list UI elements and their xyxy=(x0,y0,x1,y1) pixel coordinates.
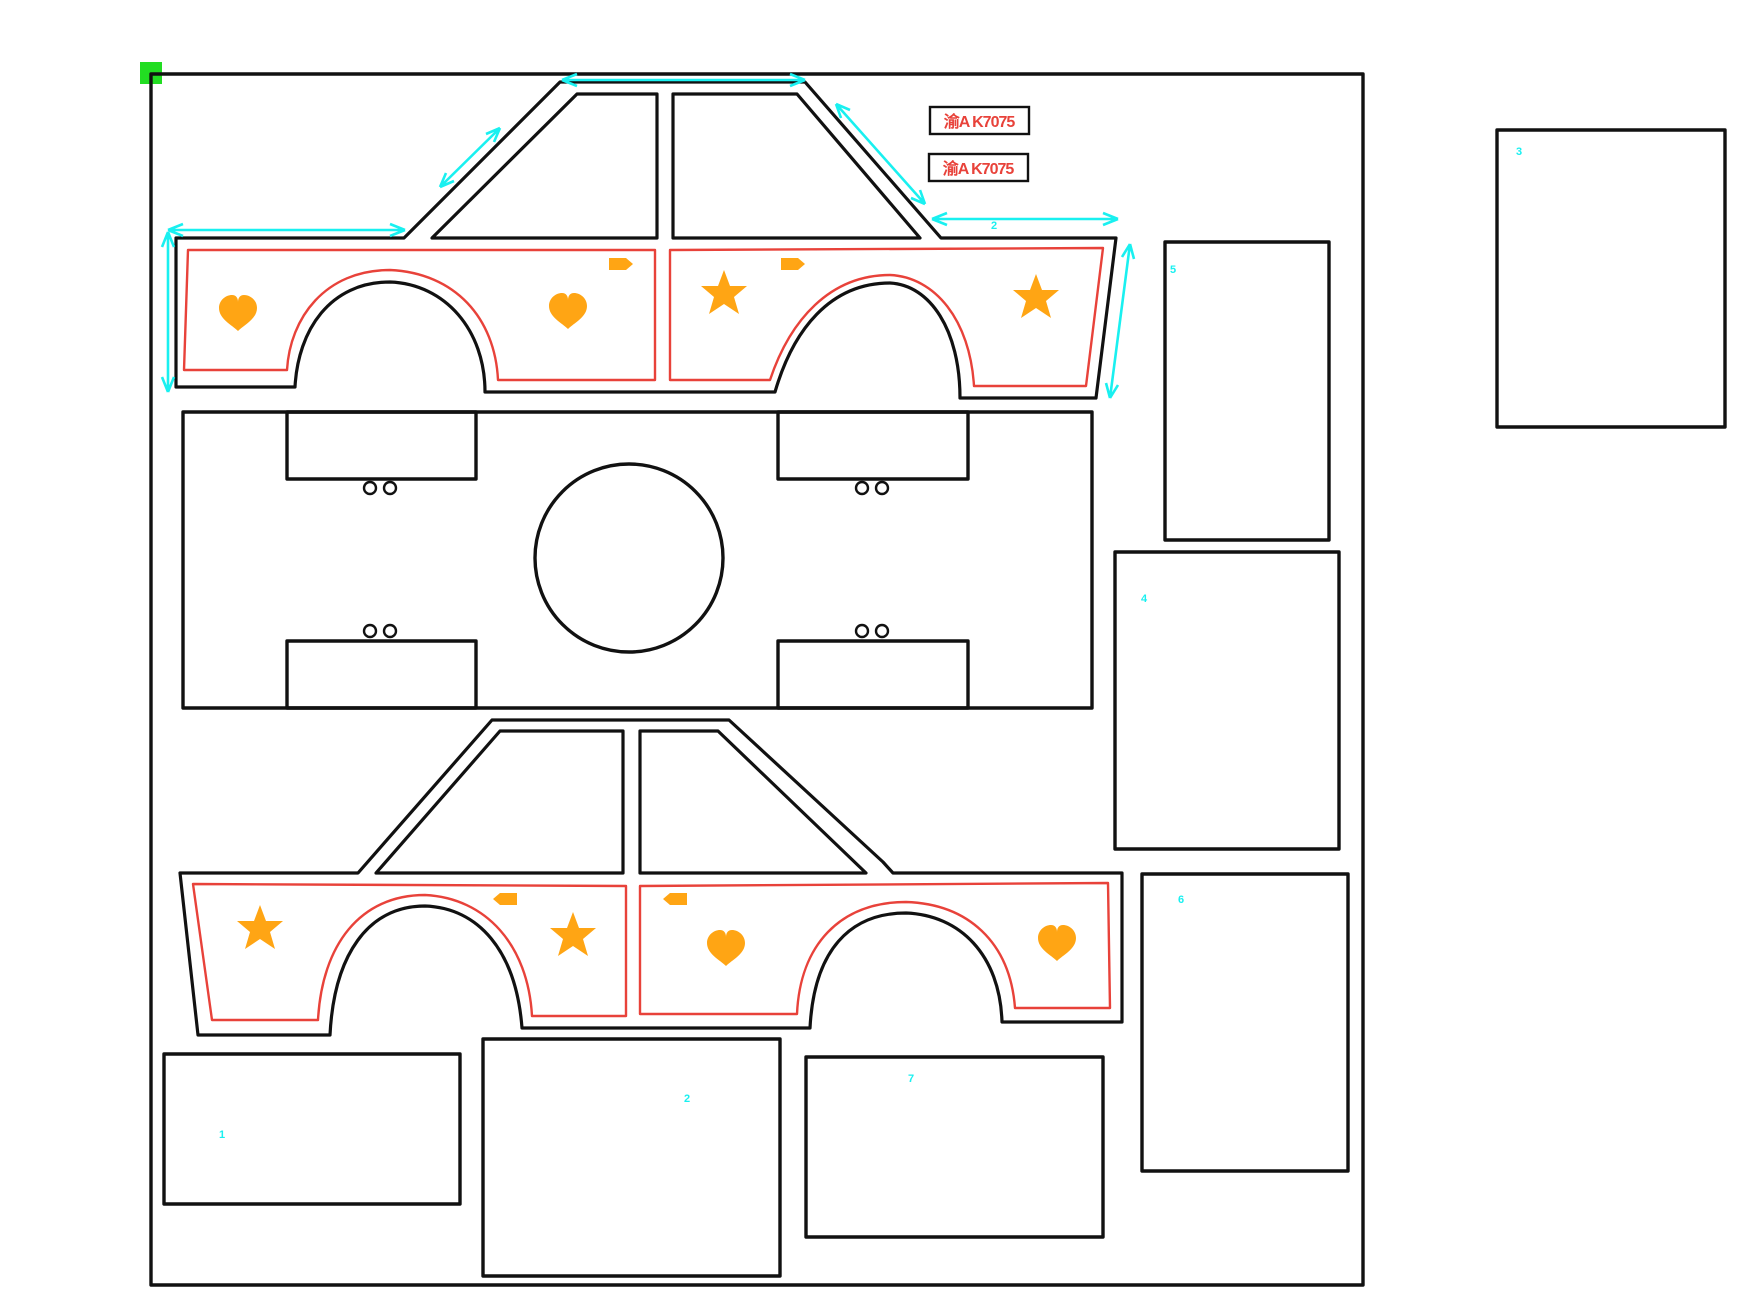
cut-line-top-rear xyxy=(182,248,657,382)
panel-number: 7 xyxy=(908,1073,914,1085)
license-plate[interactable]: 渝A K7075 xyxy=(927,152,1030,183)
front-window-top xyxy=(671,92,922,240)
heart-icon xyxy=(549,293,587,329)
arrow-tag-icon xyxy=(609,258,633,270)
base-panel-outline xyxy=(181,410,1094,710)
base-panel[interactable] xyxy=(181,410,1094,710)
cut-line-top-front xyxy=(668,246,1105,388)
axle-slot xyxy=(285,639,478,710)
star-icon xyxy=(237,905,283,949)
star-icon xyxy=(1013,274,1059,318)
arrow-tag-icon xyxy=(493,893,517,905)
screw-holes xyxy=(362,480,890,639)
license-plate-text: 渝A K7075 xyxy=(943,159,1015,178)
license-plate[interactable]: 渝A K7075 xyxy=(928,105,1031,136)
axle-slot xyxy=(776,410,970,481)
arrow-tag-icon xyxy=(781,258,805,270)
dimension-arrows: 2 xyxy=(160,72,1136,399)
center-hole xyxy=(533,462,725,654)
star-icon xyxy=(701,270,747,314)
heart-icon xyxy=(219,295,257,331)
license-plate-text: 渝A K7075 xyxy=(944,112,1016,131)
panel-3[interactable]: 3 xyxy=(1495,128,1727,429)
panel-number: 5 xyxy=(1170,264,1176,276)
cut-line-bottom-rear xyxy=(191,882,628,1022)
panel-number: 4 xyxy=(1141,593,1148,605)
rear-window-top xyxy=(430,92,659,240)
panel-7[interactable]: 7 xyxy=(804,1055,1105,1239)
axle-slot xyxy=(776,639,970,710)
car-side-top-outline xyxy=(174,80,1118,400)
panel-number: 2 xyxy=(684,1093,690,1105)
panel-1[interactable]: 1 xyxy=(162,1052,462,1206)
car-side-top[interactable] xyxy=(174,80,1118,400)
panel-6[interactable]: 6 xyxy=(1140,872,1350,1173)
rear-window-bottom xyxy=(374,729,625,875)
cut-line-bottom-front xyxy=(638,881,1112,1016)
arrow-tag-icon xyxy=(663,893,687,905)
front-window-bottom xyxy=(638,729,868,875)
heart-icon xyxy=(707,930,745,966)
dimension-label: 2 xyxy=(991,220,997,232)
panel-number: 1 xyxy=(219,1129,225,1141)
panel-5[interactable]: 5 xyxy=(1163,240,1331,542)
panel-number: 3 xyxy=(1516,146,1522,158)
panel-4[interactable]: 4 xyxy=(1113,550,1341,851)
star-icon xyxy=(550,912,596,956)
heart-icon xyxy=(1038,925,1076,961)
car-side-bottom-outline xyxy=(178,718,1124,1037)
car-side-bottom[interactable] xyxy=(178,718,1124,1037)
panel-number: 6 xyxy=(1178,894,1184,906)
sheet-border xyxy=(149,72,1365,1287)
axle-slot xyxy=(285,410,478,481)
panel-2[interactable]: 2 xyxy=(481,1037,782,1278)
